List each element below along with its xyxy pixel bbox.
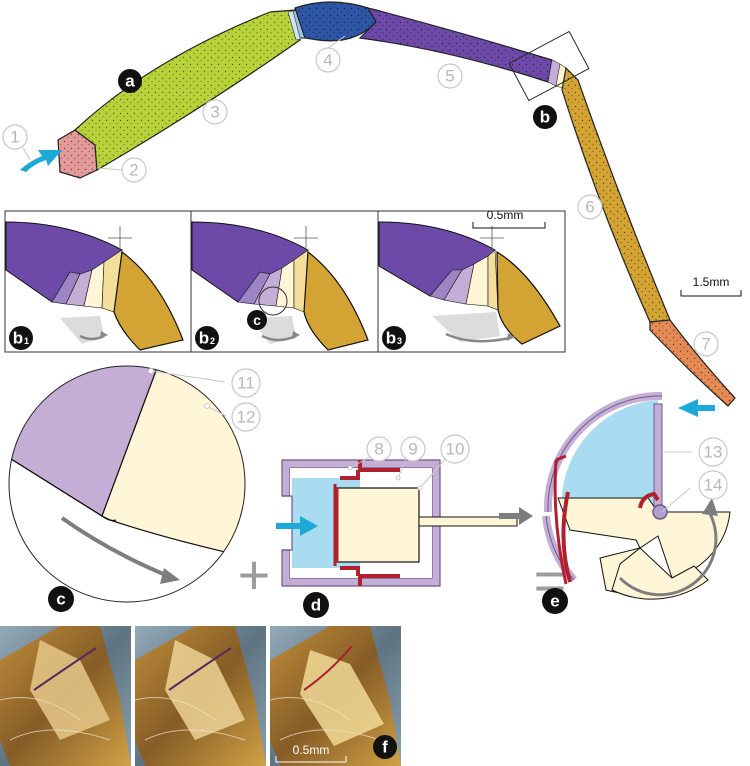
scale-bar-b-label: 0.5mm <box>487 208 524 222</box>
callout-4: 4 <box>315 47 341 73</box>
callout-8: 8 <box>366 436 392 462</box>
svg-text:5: 5 <box>445 67 454 86</box>
panel-label-a: a <box>118 69 142 93</box>
callout-14: 14 <box>698 470 728 500</box>
svg-text:2: 2 <box>210 336 215 346</box>
svg-text:10: 10 <box>446 440 465 459</box>
svg-text:3: 3 <box>397 336 402 346</box>
photo-3: 0.5mm <box>270 626 401 766</box>
svg-text:7: 7 <box>701 335 710 354</box>
panel-label-b1: b 1 <box>9 326 33 350</box>
callout-13: 13 <box>698 437 728 467</box>
callout-5: 5 <box>437 63 463 89</box>
callout-11: 11 <box>231 368 261 398</box>
svg-text:d: d <box>311 596 321 615</box>
panel-d-piston-model <box>276 453 533 587</box>
panel-b3-joint <box>378 221 561 345</box>
svg-text:3: 3 <box>210 103 219 122</box>
callout-12: 12 <box>231 402 261 432</box>
panel-label-b3: b 3 <box>382 326 406 350</box>
callout-3: 3 <box>202 99 228 125</box>
leg-illustration <box>20 1 736 407</box>
inset-box-b <box>508 30 590 102</box>
panel-label-b2: b 2 <box>195 326 219 350</box>
panel-label-f: f <box>373 735 397 759</box>
svg-text:4: 4 <box>323 51 332 70</box>
panel-label-c: c <box>48 586 74 612</box>
svg-text:b: b <box>540 108 550 127</box>
plus-operator: + <box>238 543 271 606</box>
panel-label-d: d <box>303 592 329 618</box>
svg-text:2: 2 <box>129 161 138 180</box>
panel-label-b: b <box>533 105 557 129</box>
callout-10: 10 <box>440 434 470 464</box>
scale-bar-f-label: 0.5mm <box>293 743 330 757</box>
panel-label-e: e <box>542 588 568 614</box>
scale-bar-main-label: 1.5mm <box>693 275 730 289</box>
svg-text:f: f <box>382 738 388 757</box>
photo-1 <box>0 626 131 766</box>
photo-2 <box>135 626 266 766</box>
callout-1: 1 <box>2 124 28 150</box>
svg-text:13: 13 <box>704 443 723 462</box>
callout-2: 2 <box>121 157 147 183</box>
scale-bar-main: 1.5mm <box>680 275 742 297</box>
svg-text:e: e <box>550 592 559 611</box>
panel-b2-joint <box>191 221 369 351</box>
svg-text:c: c <box>56 590 65 609</box>
callout-7: 7 <box>693 331 719 357</box>
svg-text:c: c <box>253 312 261 328</box>
panel-b1-joint <box>5 221 184 351</box>
svg-text:b: b <box>199 329 209 348</box>
svg-text:a: a <box>125 72 135 91</box>
hemolymph-arrow-icon <box>20 150 62 172</box>
svg-text:14: 14 <box>704 476 723 495</box>
svg-text:1: 1 <box>24 336 29 346</box>
svg-text:b: b <box>386 329 396 348</box>
svg-text:12: 12 <box>237 408 256 427</box>
svg-text:9: 9 <box>408 440 417 459</box>
callout-9: 9 <box>400 436 426 462</box>
callout-6: 6 <box>577 194 603 220</box>
panel-c-magnified-joint <box>8 365 246 603</box>
scale-bar-b: 0.5mm <box>472 208 546 229</box>
svg-text:1: 1 <box>10 128 19 147</box>
svg-text:11: 11 <box>237 374 255 393</box>
svg-text:6: 6 <box>585 198 594 217</box>
svg-text:8: 8 <box>374 440 383 459</box>
panel-label-c-small: c <box>247 310 267 330</box>
svg-text:b: b <box>13 329 23 348</box>
panel-e-rotational-model <box>542 391 731 600</box>
